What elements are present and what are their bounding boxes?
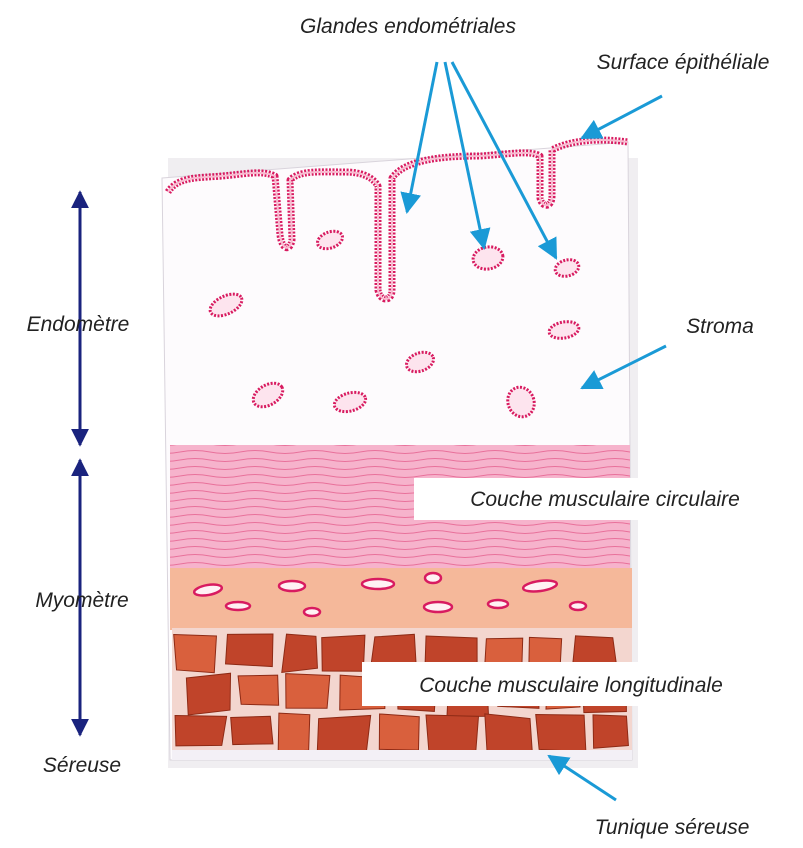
label-tunique-sereuse: Tunique séreuse	[595, 816, 750, 839]
muscle-block	[286, 674, 330, 709]
vessel	[425, 573, 441, 583]
vessel	[424, 602, 452, 612]
muscle-block	[426, 715, 478, 752]
muscle-block	[282, 634, 318, 672]
muscle-block	[536, 714, 586, 751]
serosa-layer	[172, 750, 632, 760]
label-sereuse: Séreuse	[43, 754, 121, 777]
label-myometre: Myomètre	[35, 589, 128, 612]
label-endometre: Endomètre	[27, 313, 130, 336]
label-stroma: Stroma	[686, 315, 754, 338]
vessel	[570, 602, 586, 610]
muscle-block	[186, 673, 230, 715]
muscle-block	[317, 715, 371, 754]
vessel	[362, 579, 394, 589]
label-couche-circulaire: Couche musculaire circulaire	[470, 488, 740, 511]
label-couche-longitudinale: Couche musculaire longitudinale	[419, 674, 723, 697]
muscle-block	[238, 675, 279, 705]
muscle-block	[174, 634, 217, 672]
muscle-block	[231, 716, 273, 744]
muscle-block	[278, 713, 310, 752]
label-glandes: Glandes endométriales	[300, 15, 516, 38]
myometrium-vascular-band	[170, 568, 632, 630]
vessel	[488, 600, 508, 608]
vessel	[226, 602, 250, 610]
muscle-block	[175, 716, 227, 746]
muscle-block	[379, 714, 419, 750]
vessel	[279, 581, 305, 591]
muscle-block	[593, 715, 628, 748]
label-surface-epitheliale: Surface épithéliale	[597, 51, 770, 74]
muscle-block	[226, 634, 273, 667]
muscle-block	[485, 714, 532, 752]
muscle-block	[322, 635, 365, 671]
vessel	[304, 608, 320, 616]
surface-arrow	[582, 96, 662, 138]
